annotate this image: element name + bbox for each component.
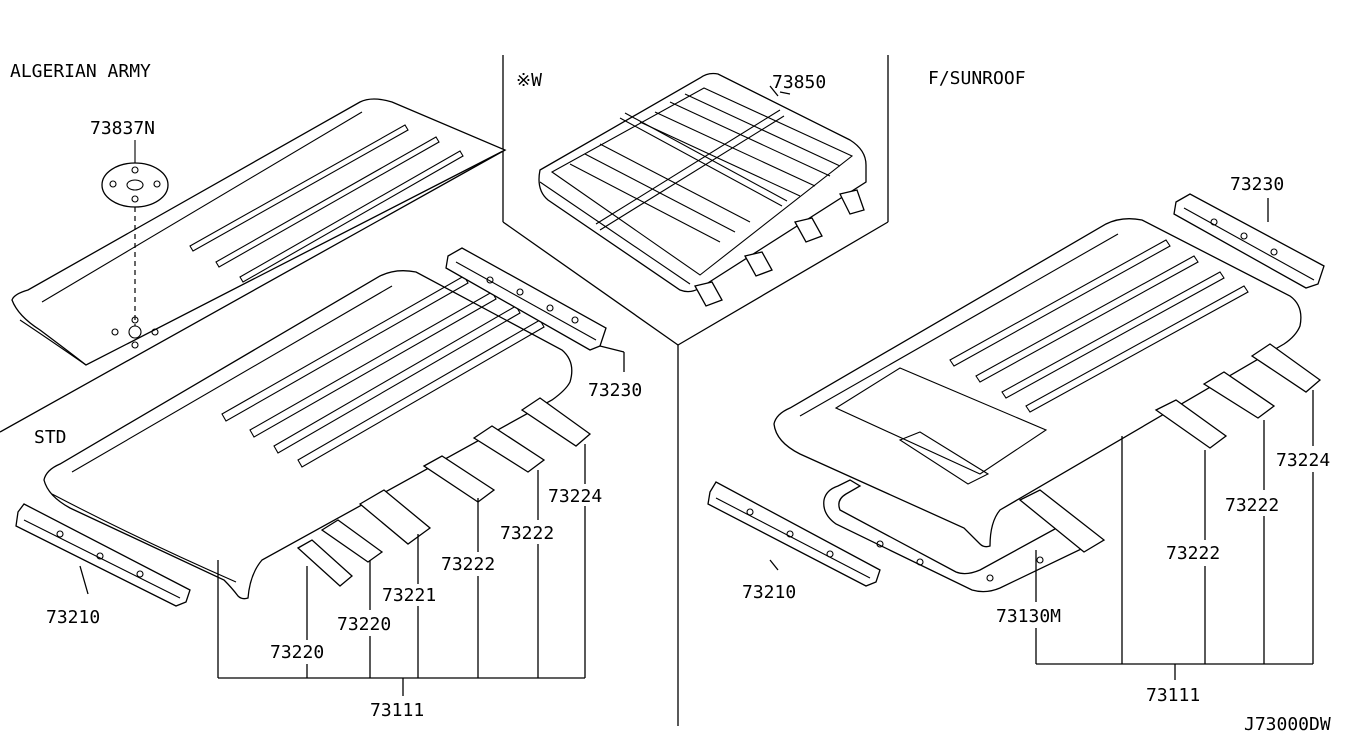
part-label-73130M: 73130M xyxy=(996,606,1061,627)
part-label-73222-d: 73222 xyxy=(1166,543,1220,564)
patch-73837N xyxy=(101,140,169,326)
leader-lines xyxy=(79,91,1314,696)
part-label-73222-b: 73222 xyxy=(441,554,495,575)
part-label-73220-a: 73220 xyxy=(337,614,391,635)
roof-rack-73850 xyxy=(538,72,867,307)
section-label-sunroof: F/SUNROOF xyxy=(928,68,1026,89)
part-label-73210-left: 73210 xyxy=(46,607,100,628)
rear-rail-73210-left xyxy=(15,503,191,607)
roof-bows-sunroof xyxy=(1018,343,1322,553)
section-label-w: ※W xyxy=(516,70,542,91)
rear-rail-73210-right xyxy=(707,481,881,587)
part-label-73221: 73221 xyxy=(382,585,436,606)
part-label-73111-right: 73111 xyxy=(1146,685,1200,706)
part-label-73111-left: 73111 xyxy=(370,700,424,721)
sunroof-frame-73130M xyxy=(823,479,1102,593)
part-label-73220-b: 73220 xyxy=(270,642,324,663)
section-dividers xyxy=(0,55,889,726)
roof-panel-std xyxy=(43,270,573,600)
part-label-73230-left: 73230 xyxy=(588,380,642,401)
part-label-73850: 73850 xyxy=(772,72,826,93)
diagram-code: J73000DW xyxy=(1244,714,1331,735)
roof-bows-std xyxy=(296,397,592,587)
part-label-73210-right: 73210 xyxy=(742,582,796,603)
section-label-algerian-army: ALGERIAN ARMY xyxy=(10,61,151,82)
part-label-73224-left: 73224 xyxy=(548,486,602,507)
part-label-73224-right: 73224 xyxy=(1276,450,1330,471)
part-label-73837N: 73837N xyxy=(90,118,155,139)
section-label-std: STD xyxy=(34,427,67,448)
part-label-73222-a: 73222 xyxy=(500,523,554,544)
front-header-73230-right xyxy=(1173,193,1325,289)
part-label-73222-c: 73222 xyxy=(1225,495,1279,516)
roof-panel-sunroof xyxy=(773,218,1302,548)
part-label-73230-right: 73230 xyxy=(1230,174,1284,195)
